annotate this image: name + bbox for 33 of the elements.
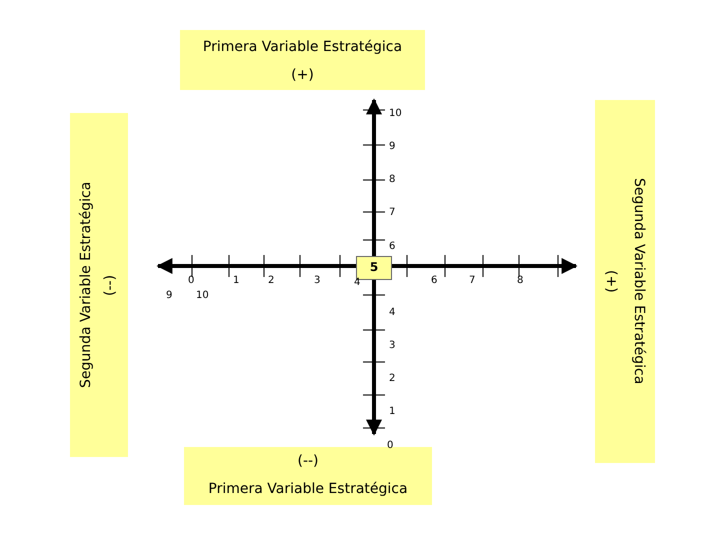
axis-title: (--) (102, 273, 118, 298)
axis-title: Segunda Variable Estratégica (78, 180, 94, 390)
tick-label: 7 (389, 207, 396, 219)
tick-label: 3 (314, 275, 320, 287)
tick-label: 3 (389, 340, 396, 352)
tick-label: 0 (188, 275, 194, 287)
tick-label: 6 (389, 241, 396, 253)
tick-label: 10 (389, 108, 402, 120)
value-text: 5 (368, 260, 380, 274)
axis-label-panel (184, 447, 432, 505)
tick-label: 8 (517, 275, 524, 287)
axis-title: Primera Variable Estratégica (202, 39, 404, 55)
tick-label: 1 (233, 275, 240, 287)
axis-label-panel (595, 100, 655, 463)
axis-title: (+) (290, 67, 315, 83)
tick-label: 2 (389, 373, 396, 385)
tick-label: 7 (469, 275, 476, 287)
axis-label-panel (180, 30, 425, 90)
axis-label-panel (70, 113, 128, 457)
tick-label: 0 (387, 440, 394, 452)
tick-label: 2 (268, 275, 274, 287)
tick-label: 9 (166, 290, 172, 302)
tick-label: 9 (389, 141, 396, 153)
axis-title: Primera Variable Estratégica (207, 481, 409, 497)
axis-title: Segunda Variable Estratégica (631, 177, 647, 387)
tick-label: 6 (431, 275, 438, 287)
axis-title: (+) (603, 269, 619, 295)
tick-label: 1 (389, 406, 396, 418)
tick-label: 4 (389, 307, 396, 319)
axis-title: (--) (296, 453, 320, 469)
tick-label: 4 (354, 277, 360, 289)
tick-label: 8 (389, 174, 396, 186)
tick-label: 10 (196, 290, 209, 302)
